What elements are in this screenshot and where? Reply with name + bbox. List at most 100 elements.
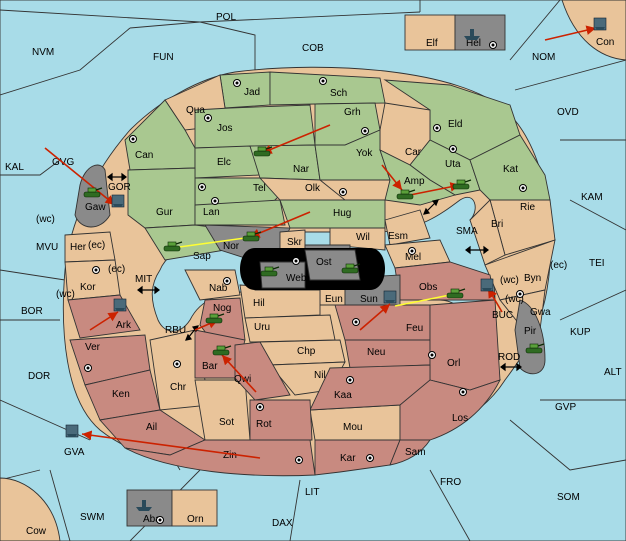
move-order-arrow xyxy=(261,124,331,154)
supply-center-icon xyxy=(156,516,164,524)
label-qwi: Qwi xyxy=(234,374,251,385)
double-arrow-icon xyxy=(500,362,522,372)
army-unit-icon[interactable] xyxy=(212,345,232,356)
label-fun: FUN xyxy=(153,52,174,63)
label-fro: FRO xyxy=(440,477,461,488)
label-wil: Wil xyxy=(356,232,370,243)
label-con: Con xyxy=(596,37,614,48)
region-rot[interactable] xyxy=(249,399,313,441)
order-lines xyxy=(44,25,597,459)
label-dor: DOR xyxy=(28,371,50,382)
army-units xyxy=(83,146,545,356)
army-unit-icon[interactable] xyxy=(253,146,273,157)
army-unit-icon[interactable] xyxy=(446,288,466,299)
region-sch[interactable] xyxy=(269,71,386,106)
label-mou: Mou xyxy=(343,422,362,433)
move-order-arrow xyxy=(359,303,391,331)
region-lan[interactable] xyxy=(194,199,286,226)
fleet-unit-icon[interactable] xyxy=(111,194,125,208)
supply-center-icon xyxy=(84,364,92,372)
supply-center-icon xyxy=(211,197,219,205)
label-bor: BOR xyxy=(21,306,43,317)
label-bri: Bri xyxy=(491,219,503,230)
label-pir: Pir xyxy=(524,326,537,337)
supply-center-icon xyxy=(295,456,303,464)
army-unit-icon[interactable] xyxy=(205,313,225,324)
label-uru: Uru xyxy=(254,322,270,333)
army-unit-icon[interactable] xyxy=(341,263,361,274)
label-ail: Ail xyxy=(146,422,157,433)
region-qwi[interactable] xyxy=(234,341,291,401)
label-ost: Ost xyxy=(316,257,332,268)
army-unit-icon[interactable] xyxy=(525,343,545,354)
army-unit-icon[interactable] xyxy=(242,231,262,242)
label-eun: Eun xyxy=(325,294,343,305)
label-zin: Zin xyxy=(223,450,237,461)
region-pir[interactable] xyxy=(514,299,546,375)
label-kat: Kat xyxy=(503,164,518,175)
fleet-unit-icon[interactable] xyxy=(480,278,494,292)
region-esm[interactable] xyxy=(384,209,431,246)
army-unit-icon[interactable] xyxy=(83,187,103,198)
supply-center-icon xyxy=(449,145,457,153)
supply-center-icon xyxy=(433,124,441,132)
label-rbu: RBU xyxy=(165,325,186,336)
double-arrow-icon xyxy=(137,285,160,295)
supply-center-icon xyxy=(204,114,212,122)
region-jos[interactable] xyxy=(194,104,316,149)
double-arrow-icon xyxy=(423,199,439,215)
fleet-unit-icon[interactable] xyxy=(383,290,397,304)
fleet-unit-icon[interactable] xyxy=(136,500,152,511)
supply-center-icon xyxy=(198,183,206,191)
label-sma: SMA xyxy=(456,226,478,237)
region-orn[interactable] xyxy=(171,489,218,527)
label-orl: Orl xyxy=(447,358,460,369)
label-eld: Eld xyxy=(448,119,462,130)
army-unit-icon[interactable] xyxy=(396,189,416,200)
label-rod: ROD xyxy=(498,352,520,363)
label-nil: Nil xyxy=(314,370,326,381)
region-orl[interactable] xyxy=(429,299,501,391)
label-yok: Yok xyxy=(356,148,373,159)
label-elc: Elc xyxy=(217,157,231,168)
label-pol: POL xyxy=(216,12,236,23)
label-nvm: NVM xyxy=(32,47,54,58)
label-jos: Jos xyxy=(217,123,233,134)
region-neu[interactable] xyxy=(344,339,431,369)
label-som: SOM xyxy=(557,492,580,503)
move-order-arrow xyxy=(544,25,597,41)
fleet-unit-icon[interactable] xyxy=(65,424,79,438)
coast-label: (ec) xyxy=(550,260,567,271)
support-order-line xyxy=(394,293,456,307)
region-hug[interactable] xyxy=(279,199,386,229)
region-gur[interactable] xyxy=(127,167,196,229)
supply-center-icon xyxy=(408,247,416,255)
region-kar[interactable] xyxy=(314,439,401,476)
move-order-arrow xyxy=(409,182,461,196)
label-kal: KAL xyxy=(5,162,24,173)
region-sam[interactable] xyxy=(389,439,431,466)
label-hil: Hil xyxy=(253,298,265,309)
region-elf[interactable] xyxy=(404,14,456,51)
label-buc: BUC xyxy=(492,310,513,321)
supply-centres xyxy=(84,41,527,524)
fleet-unit-icon[interactable] xyxy=(464,29,480,40)
move-order-arrow xyxy=(221,354,257,393)
label-chr: Chr xyxy=(170,382,187,393)
army-unit-icon[interactable] xyxy=(163,241,183,252)
army-unit-icon[interactable] xyxy=(260,266,280,277)
label-chp: Chp xyxy=(297,346,316,357)
region-zin[interactable] xyxy=(124,439,316,477)
fleet-unit-icon[interactable] xyxy=(593,17,607,31)
label-mit: MIT xyxy=(135,274,152,285)
region-wil[interactable] xyxy=(329,227,386,251)
army-unit-icon[interactable] xyxy=(452,179,472,190)
fleet-unit-icon[interactable] xyxy=(113,298,127,312)
label-cob: COB xyxy=(302,43,324,54)
label-gwa: Gwa xyxy=(530,307,551,318)
support-order-line xyxy=(171,237,246,249)
label-gva: GVA xyxy=(64,447,85,458)
label-orn: Orn xyxy=(187,514,204,525)
coast-label: (ec) xyxy=(88,240,105,251)
region-sot[interactable] xyxy=(194,379,251,441)
